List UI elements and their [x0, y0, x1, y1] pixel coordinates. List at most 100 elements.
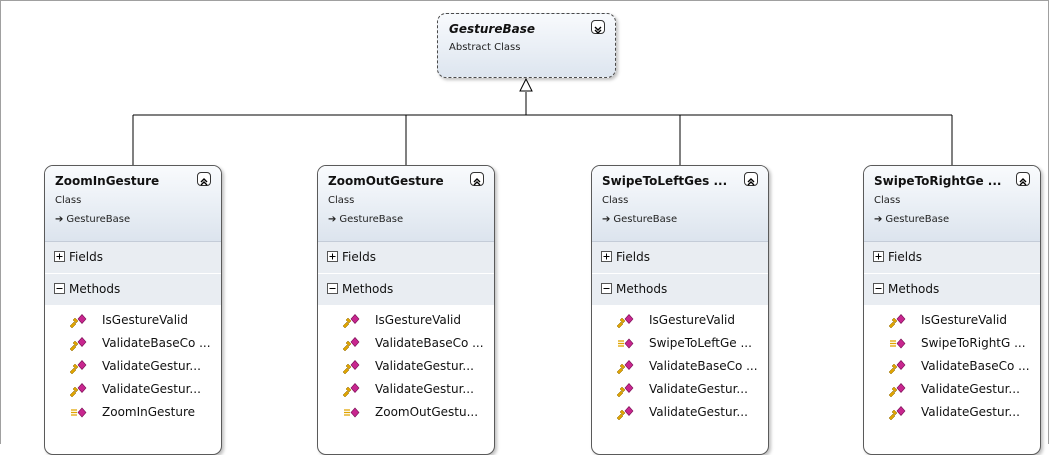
- fields-section[interactable]: Fields: [318, 242, 494, 274]
- section-label: Methods: [888, 282, 940, 296]
- method-item[interactable]: ValidateGestur...: [318, 378, 494, 401]
- method-item[interactable]: ZoomOutGestu...: [318, 401, 494, 424]
- collapse-chevron-icon[interactable]: [744, 172, 758, 186]
- method-name: ValidateGestur...: [375, 359, 474, 373]
- collapse-minus-icon[interactable]: [873, 283, 884, 294]
- protected-method-icon: [342, 336, 360, 352]
- method-item[interactable]: ValidateGestur...: [318, 355, 494, 378]
- protected-method-icon: [888, 359, 906, 375]
- method-item[interactable]: ValidateBaseCo ...: [318, 332, 494, 355]
- method-item[interactable]: ValidateBaseCo ...: [45, 332, 221, 355]
- protected-method-icon: [616, 313, 634, 329]
- method-item[interactable]: SwipeToRightG ...: [864, 332, 1040, 355]
- method-name: SwipeToRightG ...: [921, 336, 1026, 350]
- fields-section[interactable]: Fields: [864, 242, 1040, 274]
- inheritance-label: ➔GestureBase: [602, 214, 677, 225]
- protected-method-icon: [69, 359, 87, 375]
- method-item[interactable]: IsGestureValid: [45, 309, 221, 332]
- method-item[interactable]: IsGestureValid: [318, 309, 494, 332]
- collapse-chevron-icon[interactable]: [470, 172, 484, 186]
- protected-method-icon: [342, 313, 360, 329]
- inherits-arrow-icon: ➔: [328, 214, 337, 225]
- inheritance-label: ➔GestureBase: [328, 214, 403, 225]
- inheritance-connectors: [132, 77, 953, 165]
- inherits-arrow-icon: ➔: [55, 214, 64, 225]
- fields-section[interactable]: Fields: [45, 242, 221, 274]
- protected-method-icon: [69, 336, 87, 352]
- methods-section[interactable]: Methods: [45, 274, 221, 306]
- section-label: Methods: [342, 282, 394, 296]
- section-label: Fields: [69, 250, 103, 264]
- constructor-method-icon: [888, 336, 906, 352]
- constructor-method-icon: [616, 336, 634, 352]
- collapse-minus-icon[interactable]: [327, 283, 338, 294]
- collapse-minus-icon[interactable]: [54, 283, 65, 294]
- method-name: ValidateBaseCo ...: [375, 336, 484, 350]
- class-header: SwipeToRightGe ...Class➔GestureBase: [864, 166, 1040, 242]
- expand-plus-icon[interactable]: [54, 251, 65, 262]
- method-item[interactable]: ValidateGestur...: [864, 401, 1040, 424]
- protected-method-icon: [888, 405, 906, 421]
- method-item[interactable]: ValidateGestur...: [592, 401, 768, 424]
- expand-chevron-icon[interactable]: [591, 20, 605, 34]
- methods-section[interactable]: Methods: [864, 274, 1040, 306]
- inherits-arrow-icon: ➔: [874, 214, 883, 225]
- protected-method-icon: [888, 313, 906, 329]
- method-item[interactable]: ValidateGestur...: [592, 378, 768, 401]
- method-name: ValidateGestur...: [649, 405, 748, 419]
- class-name: SwipeToRightGe ...: [874, 174, 1002, 188]
- method-name: ValidateGestur...: [921, 405, 1020, 419]
- method-name: ValidateBaseCo ...: [102, 336, 211, 350]
- method-name: ValidateGestur...: [375, 382, 474, 396]
- methods-section[interactable]: Methods: [318, 274, 494, 306]
- method-item[interactable]: ZoomInGesture: [45, 401, 221, 424]
- protected-method-icon: [616, 359, 634, 375]
- class-name: SwipeToLeftGes ...: [602, 174, 728, 188]
- base-class-kind: Abstract Class: [449, 42, 521, 53]
- inheritance-arrowhead: [519, 77, 533, 92]
- method-item[interactable]: IsGestureValid: [592, 309, 768, 332]
- class-kind: Class: [874, 195, 901, 206]
- class-kind: Class: [328, 195, 355, 206]
- expand-plus-icon[interactable]: [327, 251, 338, 262]
- method-item[interactable]: ValidateBaseCo ...: [864, 355, 1040, 378]
- inheritance-label: ➔GestureBase: [55, 214, 130, 225]
- collapse-chevron-icon[interactable]: [1016, 172, 1030, 186]
- method-name: ValidateGestur...: [649, 382, 748, 396]
- method-name: ValidateGestur...: [102, 359, 201, 373]
- method-name: IsGestureValid: [921, 313, 1008, 327]
- protected-method-icon: [616, 382, 634, 398]
- protected-method-icon: [69, 313, 87, 329]
- method-name: ZoomInGesture: [102, 405, 196, 419]
- method-name: ValidateBaseCo ...: [921, 359, 1030, 373]
- method-name: IsGestureValid: [375, 313, 462, 327]
- expand-plus-icon[interactable]: [873, 251, 884, 262]
- method-name: IsGestureValid: [649, 313, 736, 327]
- method-item[interactable]: SwipeToLeftGe ...: [592, 332, 768, 355]
- method-item[interactable]: ValidateBaseCo ...: [592, 355, 768, 378]
- protected-method-icon: [342, 382, 360, 398]
- inherits-arrow-icon: ➔: [602, 214, 611, 225]
- fields-section[interactable]: Fields: [592, 242, 768, 274]
- collapse-minus-icon[interactable]: [601, 283, 612, 294]
- expand-plus-icon[interactable]: [601, 251, 612, 262]
- collapse-chevron-icon[interactable]: [197, 172, 211, 186]
- gesturebase-class-shape[interactable]: GestureBase Abstract Class: [437, 13, 616, 78]
- method-name: ZoomOutGestu...: [375, 405, 479, 419]
- class-name: ZoomOutGesture: [328, 174, 444, 188]
- constructor-method-icon: [69, 405, 87, 421]
- class-header: SwipeToLeftGes ...Class➔GestureBase: [592, 166, 768, 242]
- method-item[interactable]: ValidateGestur...: [45, 355, 221, 378]
- method-item[interactable]: IsGestureValid: [864, 309, 1040, 332]
- method-item[interactable]: ValidateGestur...: [864, 378, 1040, 401]
- methods-section[interactable]: Methods: [592, 274, 768, 306]
- method-item[interactable]: ValidateGestur...: [45, 378, 221, 401]
